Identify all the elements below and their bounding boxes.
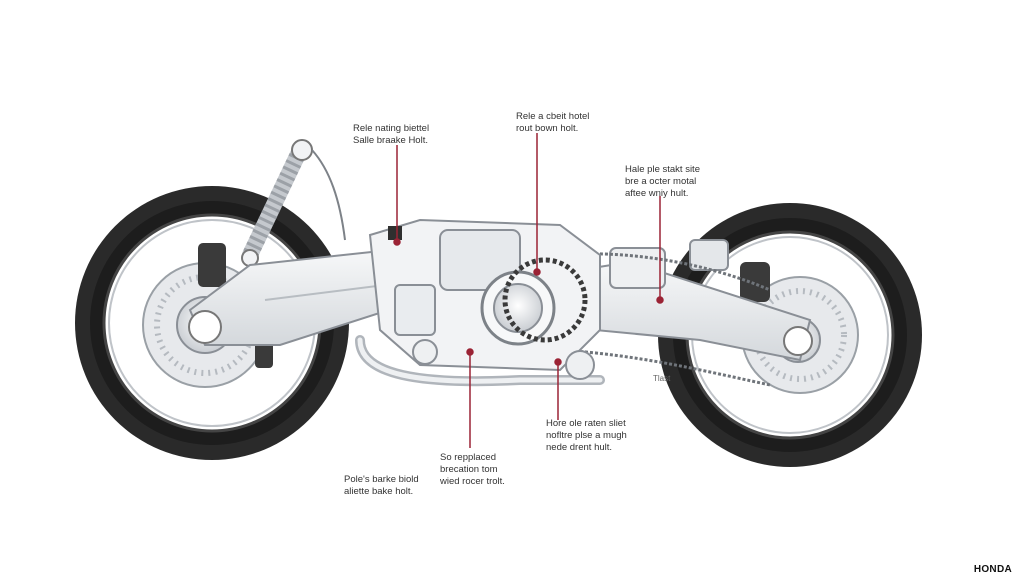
callout-mid-right-line1: Hore ole raten sliet [546,418,626,429]
callout-top-center-line2: rout bown holt. [516,123,579,134]
callout-bottom-center-line3: wied rocer trolt. [440,476,505,487]
callout-bottom-left-line1: Pole's barke biold [344,474,419,485]
callout-bottom-center-line1: So repplaced [440,452,496,463]
engine-assembly [355,218,605,387]
small-marking: Tlast [653,374,671,383]
right-brake-caliper [740,262,770,302]
callout-bottom-center: So repplaced brecation tom wied rocer tr… [440,452,505,488]
callout-mid-right-line2: nofltre plse a mugh [546,430,627,441]
callout-bottom-left: Pole's barke biold aliette bake holt. [344,474,419,498]
callout-leaders [393,133,664,448]
callout-top-right-line2: bre a octer motal [625,176,697,187]
callout-top-left-line1: Rele nating biettel [353,123,430,134]
callout-top-right: Hale ple stakt site bre a octer motal af… [625,164,700,200]
brand-logo-text: HONDA [973,564,1012,575]
callout-bottom-left-line2: aliette bake holt. [344,486,414,497]
callout-top-center: Rele a cbeit hotel rout bown holt. [516,111,589,135]
callout-mid-right-line3: nede drent hult. [546,442,613,453]
rear-shock-absorber [241,139,346,267]
callout-top-right-line3: aftee wniy hult. [625,188,689,199]
callout-mid-right: Hore ole raten sliet nofltre plse a mugh… [546,418,627,454]
callout-top-center-line1: Rele a cbeit hotel [516,111,590,122]
callout-bottom-center-line2: brecation tom [440,464,498,475]
callout-top-left: Rele nating biettel Salle braake Holt. [353,123,429,147]
callout-top-left-line2: Salle braake Holt. [353,135,428,146]
left-brake-caliper [198,243,226,287]
callout-top-right-line1: Hale ple stakt site [625,164,700,175]
